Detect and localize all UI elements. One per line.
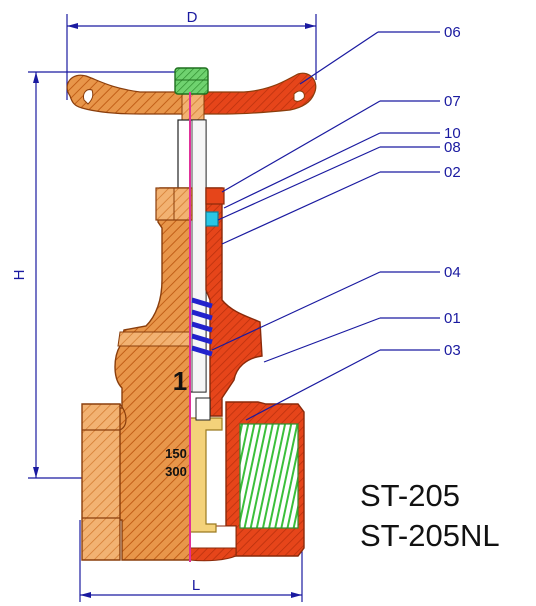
- callout-04-label: 04: [444, 264, 461, 281]
- gate-disc: [189, 397, 223, 533]
- body-left-half: [81, 187, 193, 561]
- size-marking: 1: [173, 366, 187, 396]
- callout-06-label: 06: [444, 24, 461, 41]
- callout-02-label: 02: [444, 164, 461, 181]
- callout-06: 06: [299, 24, 461, 85]
- callout-10: 10: [223, 125, 461, 209]
- callout-03: 03: [245, 342, 461, 421]
- pressure-marking-upper: 150: [165, 446, 187, 461]
- callout-01-label: 01: [444, 310, 461, 327]
- callout-01: 01: [263, 310, 461, 363]
- dimension-h-label: H: [11, 270, 28, 281]
- packing-nut: [205, 187, 225, 205]
- dimension-l-label: L: [192, 577, 200, 594]
- callout-08: 08: [217, 139, 461, 221]
- gasket: [205, 211, 219, 227]
- callout-10-label: 10: [444, 125, 461, 142]
- callout-02: 02: [221, 164, 461, 245]
- model-number-secondary: ST-205NL: [360, 518, 500, 553]
- callout-07: 07: [221, 93, 461, 193]
- pipe-threads: [239, 423, 299, 529]
- model-number-primary: ST-205: [360, 478, 460, 513]
- callout-08-label: 08: [444, 139, 461, 156]
- pressure-marking-lower: 300: [165, 464, 187, 479]
- body-right-half: [189, 187, 305, 562]
- handwheel: [66, 67, 317, 123]
- dimension-d-label: D: [187, 9, 198, 26]
- callout-03-label: 03: [444, 342, 461, 359]
- stem-thread: [191, 297, 213, 357]
- callout-07-label: 07: [444, 93, 461, 110]
- handwheel-nut: [174, 67, 209, 95]
- callout-04: 04: [211, 264, 461, 351]
- dimension-h: H: [11, 71, 196, 479]
